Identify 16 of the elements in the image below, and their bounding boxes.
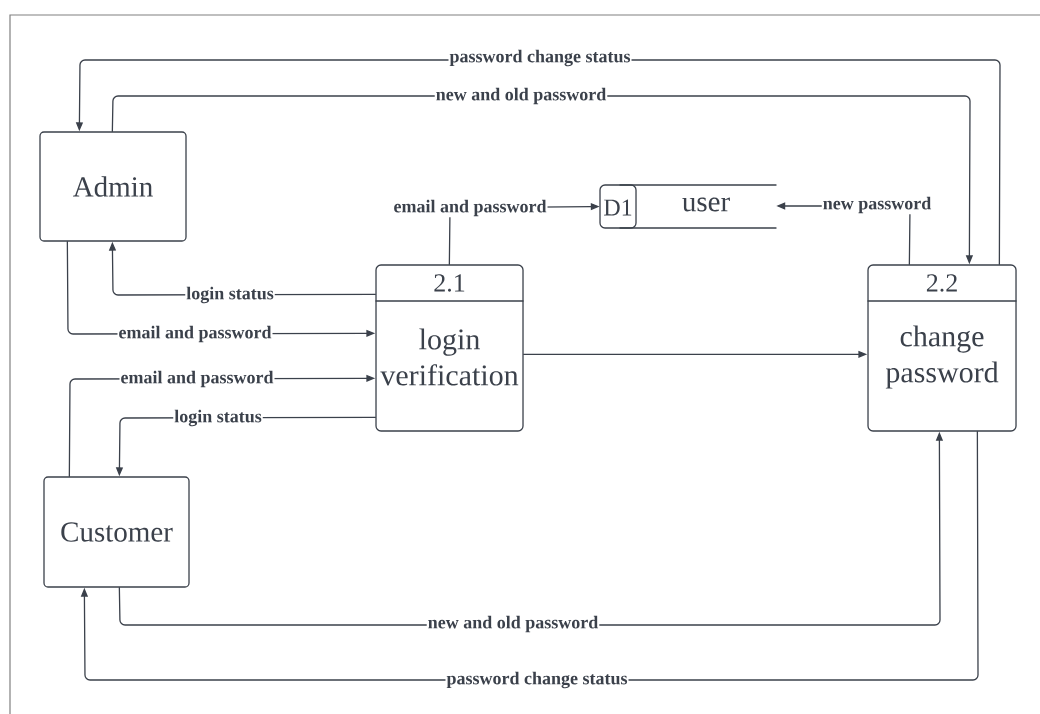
edge-label: password change status <box>448 48 632 68</box>
process-box: 2.2 change password <box>867 264 1017 432</box>
edge-label: new password <box>821 195 933 215</box>
external-entity-box: Admin <box>39 131 187 242</box>
edge-label: email and password <box>119 369 275 389</box>
edge-label: email and password <box>392 198 548 218</box>
data-store: D1 user <box>599 184 777 229</box>
edge-label: login status <box>173 408 263 428</box>
external-entity-box: Customer <box>43 476 190 588</box>
edge-label: email and password <box>117 324 273 344</box>
edge-label: new and old password <box>434 86 608 106</box>
edge-label: login status <box>185 285 275 305</box>
node-label: user <box>682 197 730 212</box>
process-box: 2.1 login verification <box>375 264 524 432</box>
edge-label: new and old password <box>426 614 600 634</box>
edge-label: password change status <box>445 670 629 690</box>
